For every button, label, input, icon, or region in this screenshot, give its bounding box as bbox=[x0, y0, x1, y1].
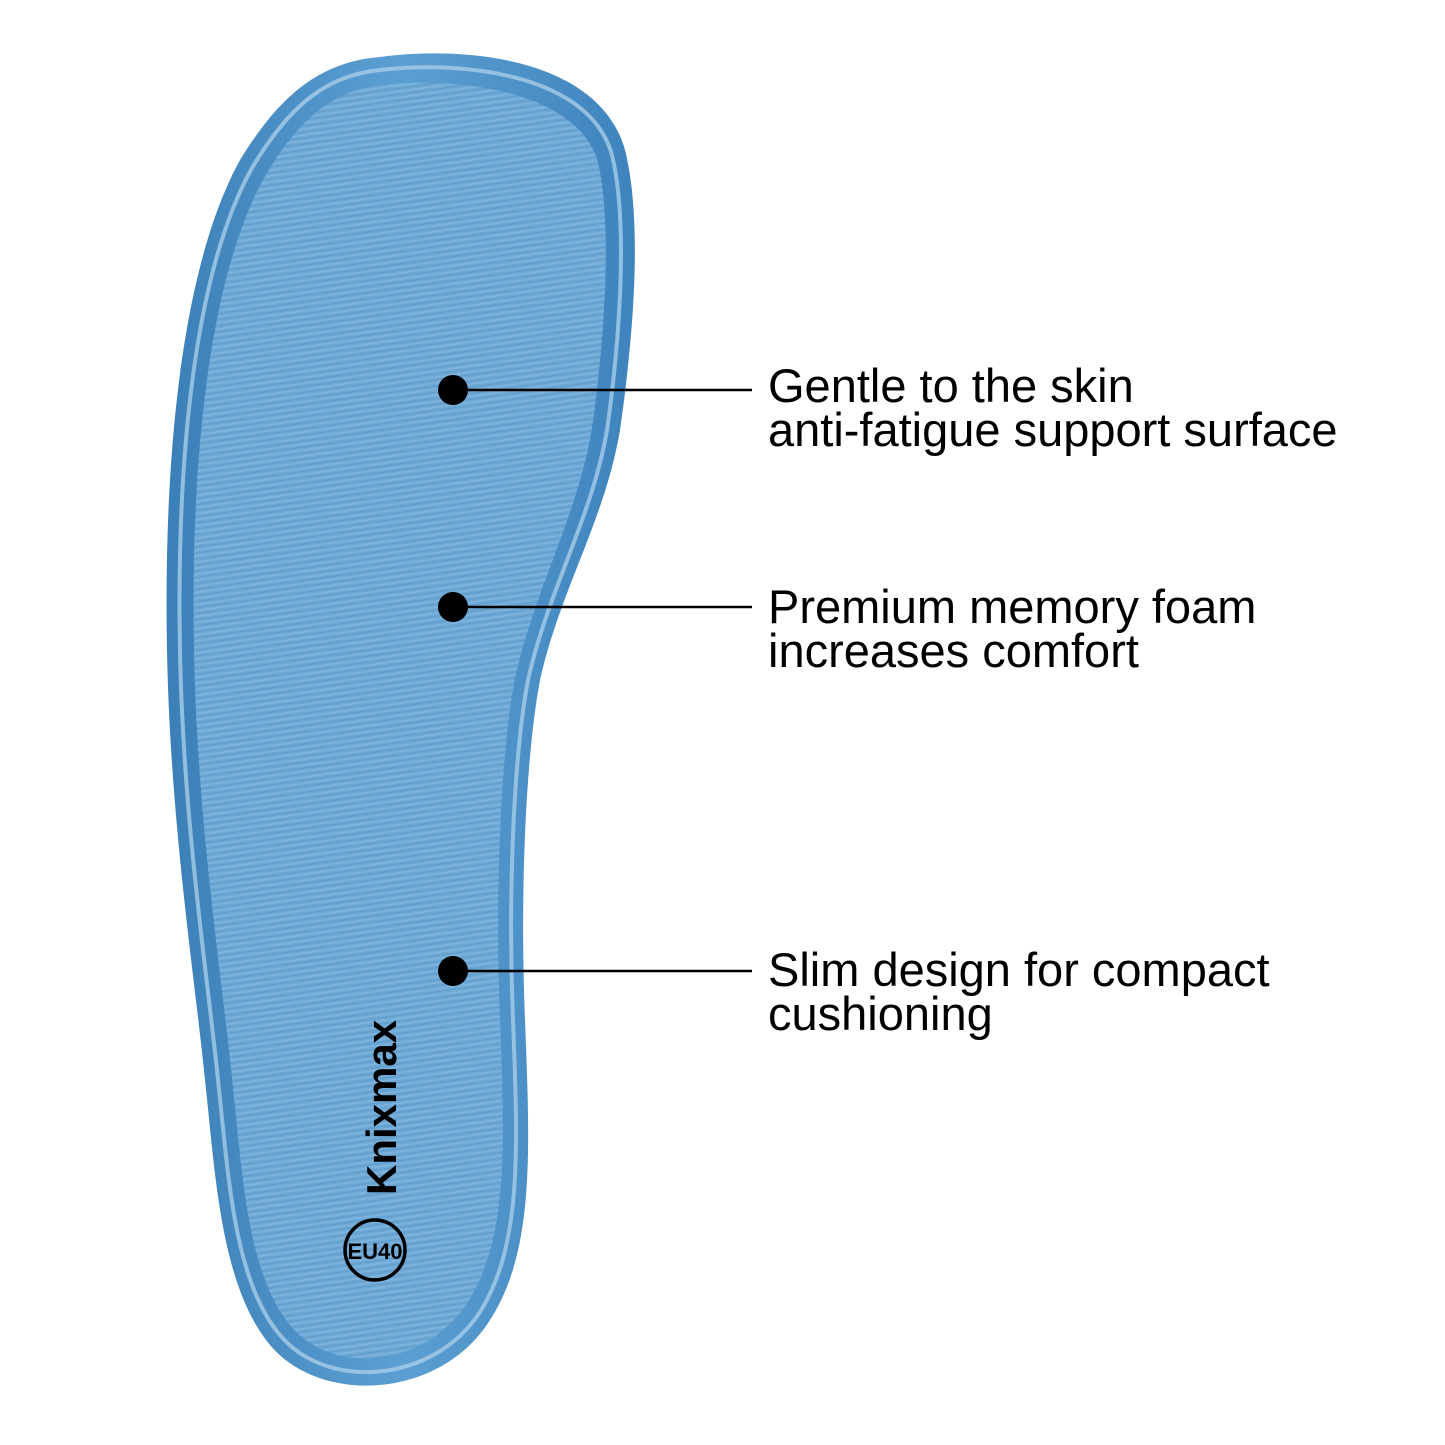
callout-line: anti-fatigue support surface bbox=[768, 403, 1338, 456]
callout-line: Gentle to the skin bbox=[768, 359, 1134, 412]
callout-line: cushioning bbox=[768, 987, 993, 1040]
insole-rim bbox=[177, 65, 623, 1374]
callout-text-foam: Premium memory foam increases comfort bbox=[768, 580, 1257, 677]
callout-marker-2 bbox=[438, 592, 752, 622]
callout-line: increases comfort bbox=[768, 624, 1139, 677]
callout-line: Slim design for compact bbox=[768, 943, 1270, 996]
callout-text-slim: Slim design for compact cushioning bbox=[768, 943, 1270, 1040]
callout-line: Premium memory foam bbox=[768, 580, 1257, 633]
brand-logo: Knixmax bbox=[358, 1019, 405, 1195]
callout-marker-3 bbox=[438, 956, 752, 986]
callout-marker-1 bbox=[438, 375, 752, 405]
size-badge-label: EU40 bbox=[347, 1239, 402, 1264]
insole-surface bbox=[193, 82, 606, 1359]
callout-text-skin: Gentle to the skin anti-fatigue support … bbox=[768, 359, 1338, 456]
size-badge: EU40 bbox=[343, 1218, 407, 1282]
